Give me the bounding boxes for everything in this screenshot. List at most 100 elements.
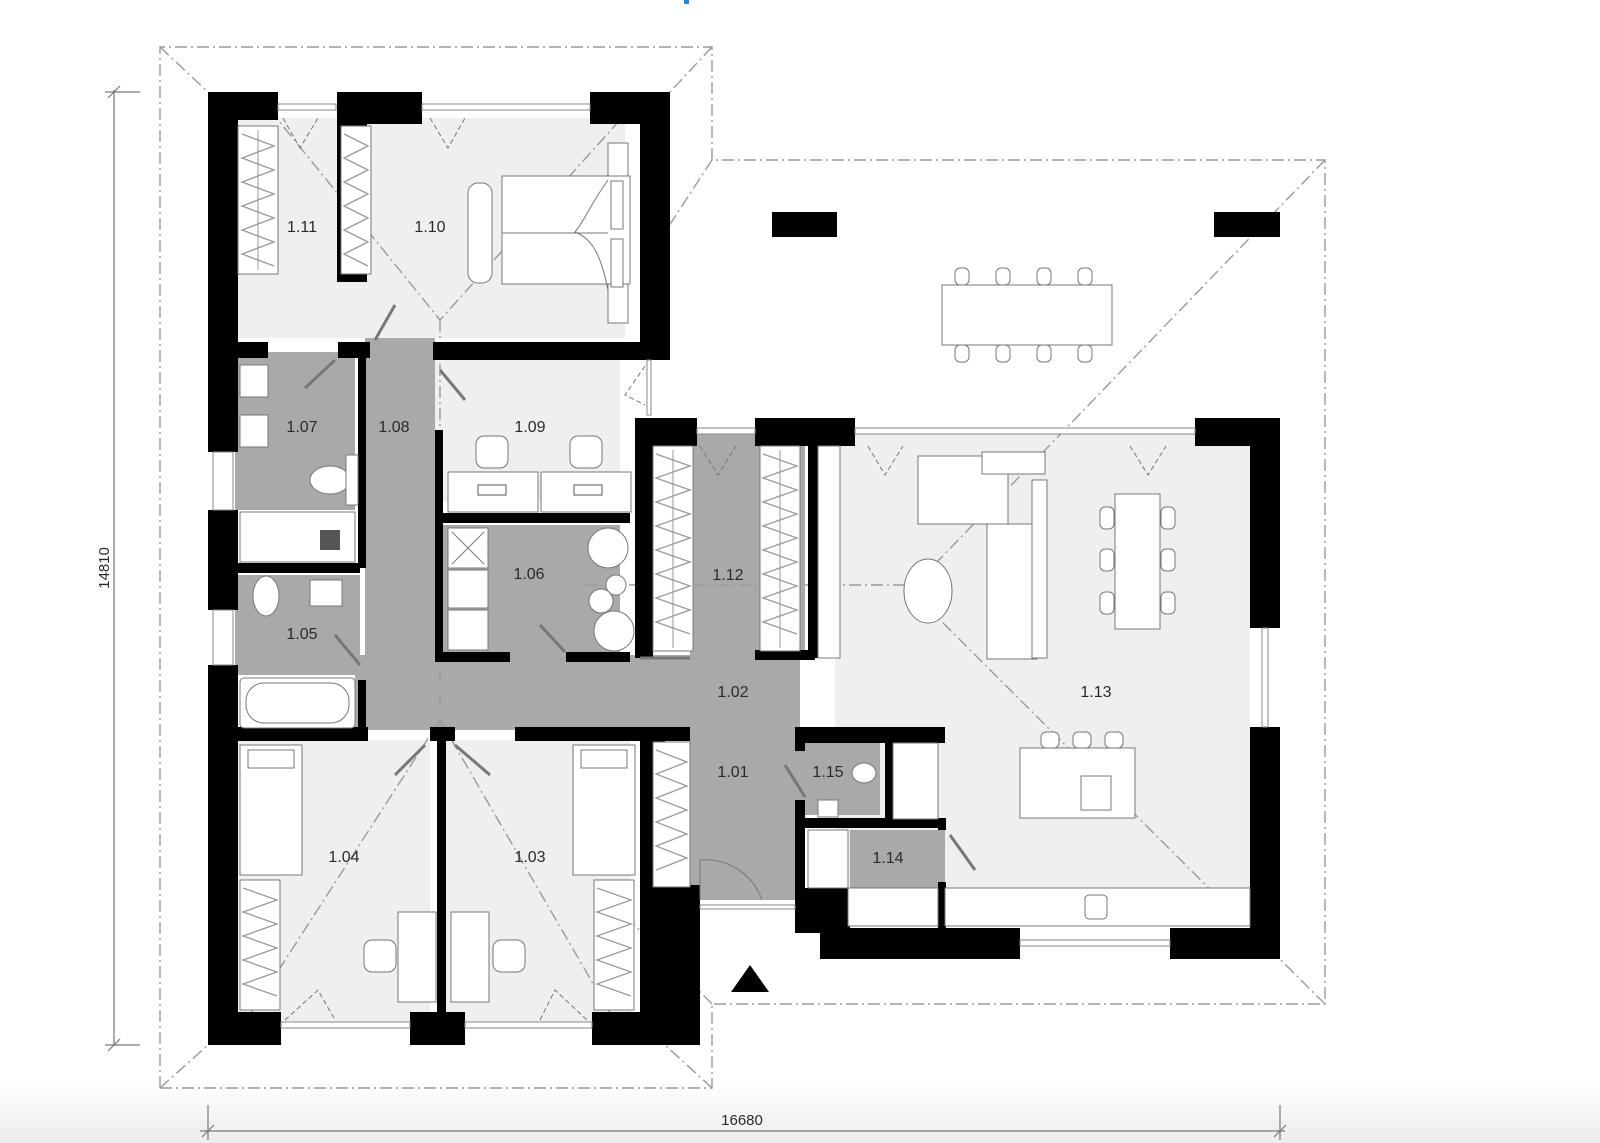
toilet (851, 762, 877, 784)
dimension-height: 14810 (96, 85, 140, 1052)
wardrobe-1-12-right (759, 445, 801, 652)
room-label-1-02: 1.02 (717, 684, 748, 701)
wall (208, 510, 238, 610)
wall (1250, 727, 1280, 959)
fridge-cabinet (892, 742, 939, 820)
dining-table (1114, 493, 1161, 630)
cabinet (447, 609, 489, 651)
chair (954, 267, 970, 286)
sofa-back (981, 451, 1046, 475)
desk-chair (363, 939, 397, 973)
wall (430, 727, 455, 741)
office-chair (569, 435, 603, 469)
sink (239, 414, 269, 448)
wall (885, 743, 893, 823)
wall (236, 727, 368, 741)
door-swings (282, 117, 1167, 1021)
room-label-1-15: 1.15 (812, 764, 843, 781)
sofa-chaise (986, 523, 1038, 660)
bench (467, 182, 493, 284)
wall (437, 740, 446, 1030)
terrace-column (1214, 212, 1280, 237)
wall (358, 680, 366, 730)
chair (1077, 344, 1093, 363)
chair (1099, 506, 1115, 530)
wall (795, 818, 945, 828)
wall (566, 652, 630, 662)
pantry-shelf (847, 887, 939, 927)
room-label-1-10: 1.10 (414, 219, 445, 236)
wall (795, 727, 945, 743)
chair (954, 344, 970, 363)
office-chair (475, 435, 509, 469)
door-swing (539, 989, 588, 1021)
wall (640, 92, 670, 360)
floor-fills (235, 118, 1250, 1028)
computer (573, 484, 603, 496)
door-leaf (373, 304, 397, 341)
room-label-1-06: 1.06 (513, 566, 544, 583)
room-label-1-03: 1.03 (514, 849, 545, 866)
floor-1-14 (850, 830, 945, 890)
wall (358, 358, 366, 568)
wardrobe-1-03 (593, 879, 635, 1011)
desk (450, 911, 490, 1003)
floor-1-01 (690, 730, 800, 900)
wall (238, 342, 268, 358)
chair (995, 267, 1011, 286)
bottom-fade (0, 1080, 1600, 1143)
dimension-height-label: 14810 (96, 547, 113, 589)
bar-stool (1040, 731, 1060, 749)
window (646, 359, 652, 416)
toilet-tank (345, 454, 359, 506)
chair (1077, 267, 1093, 286)
built-in-cabinet (817, 445, 841, 659)
wall (435, 652, 510, 662)
kitchen-island (1019, 747, 1136, 819)
window (212, 609, 234, 666)
furniture (239, 142, 1251, 1003)
double-bed (501, 175, 631, 285)
door-swing (699, 445, 737, 476)
window (696, 427, 756, 435)
window (1019, 939, 1171, 947)
wall (820, 928, 1020, 959)
wardrobe-1-11-left (237, 125, 279, 275)
desk-chair (492, 939, 526, 973)
door-leaf (948, 834, 977, 871)
door-swing (624, 365, 646, 406)
pillow (610, 180, 624, 230)
door-swing (284, 989, 336, 1021)
roof-hip (159, 46, 209, 93)
wall (938, 818, 946, 830)
door-swing (867, 445, 904, 476)
window (212, 451, 234, 511)
pillow (610, 238, 624, 288)
wall (208, 92, 238, 452)
wardrobe-1-01 (652, 741, 691, 888)
pump (605, 574, 627, 596)
room-label-1-07: 1.07 (286, 419, 317, 436)
room-label-1-01: 1.01 (717, 764, 748, 781)
window (464, 1021, 593, 1029)
roof-hip (439, 719, 621, 1031)
pillow (580, 749, 628, 769)
room-label-1-08: 1.08 (378, 419, 409, 436)
wall (410, 1012, 465, 1045)
wall (755, 418, 855, 446)
entry-door-swing (699, 859, 763, 901)
duvet-fold (574, 179, 609, 291)
chair (1036, 267, 1052, 286)
chair (1160, 591, 1176, 615)
sink (817, 799, 839, 818)
roof-hip (239, 719, 441, 1031)
wall (808, 418, 818, 658)
chair (1036, 344, 1052, 363)
cooktop (1080, 775, 1112, 811)
terrace-column (772, 212, 837, 237)
boiler-tank (593, 610, 635, 652)
roof-hip (664, 1044, 713, 1089)
wall (635, 418, 653, 658)
wall (435, 513, 630, 523)
